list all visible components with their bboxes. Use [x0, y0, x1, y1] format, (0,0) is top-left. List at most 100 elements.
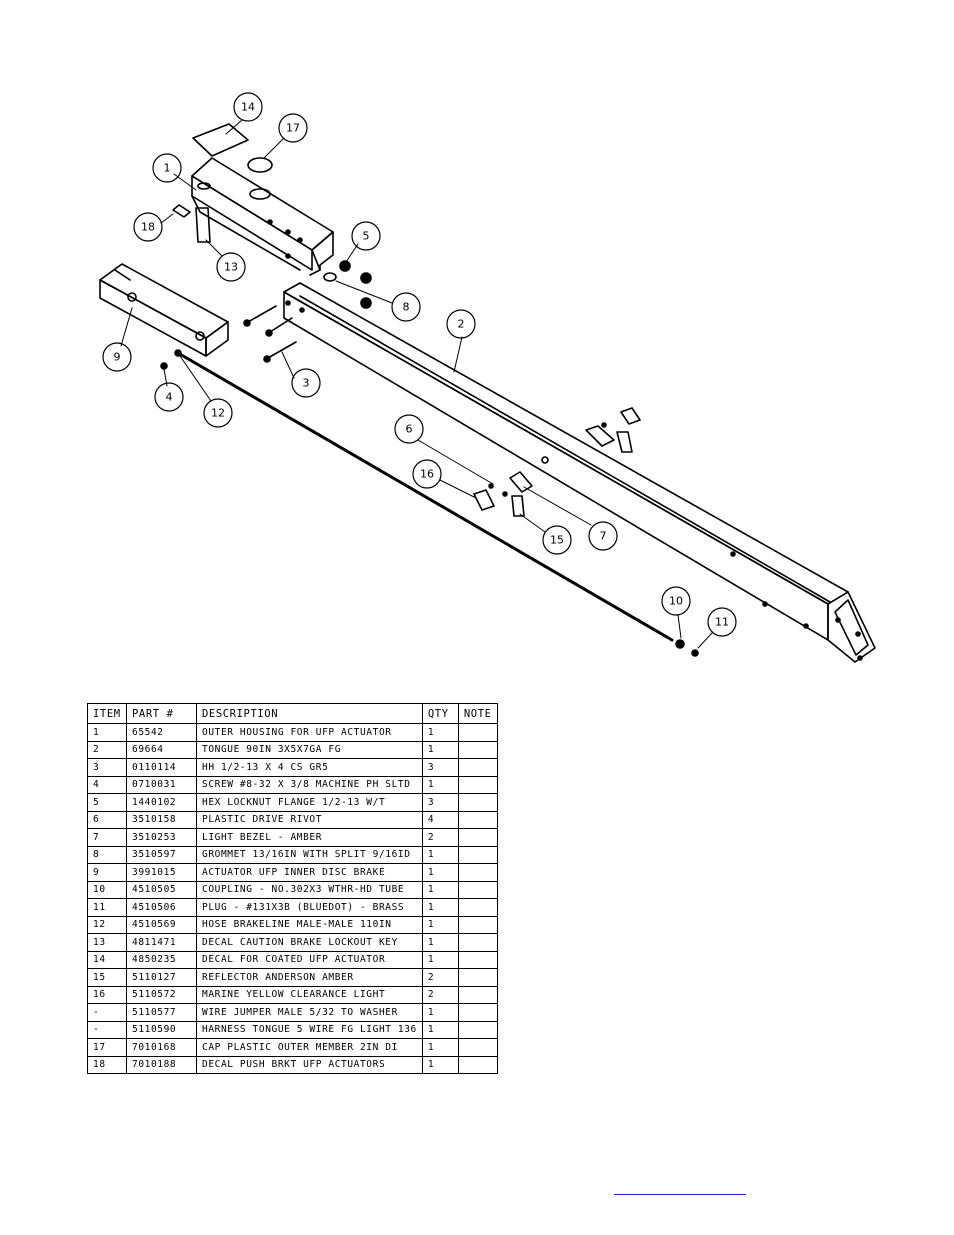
header-description: DESCRIPTION [196, 703, 423, 724]
cell-item: 2 [87, 740, 127, 759]
callout-label: 11 [715, 616, 729, 629]
header-item: ITEM [87, 703, 127, 724]
cell-part-number: 4510506 [126, 898, 197, 917]
cell-item: 8 [87, 845, 127, 864]
cell-qty: 1 [421, 950, 459, 969]
callout-label: 10 [669, 595, 683, 608]
cell-item: 3 [87, 758, 127, 777]
cell-item: 11 [87, 898, 127, 917]
cell-description: HH 1/2-13 X 4 CS GR5 [196, 758, 423, 777]
callout-label: 15 [550, 534, 564, 547]
cell-part-number: 3510158 [126, 810, 197, 829]
cell-part-number: 3510597 [126, 845, 197, 864]
cap-17-part [247, 157, 273, 173]
cell-qty: 1 [421, 845, 459, 864]
callout-label: 17 [286, 122, 300, 135]
cell-item: 17 [87, 1038, 127, 1057]
cell-part-number: 5110572 [126, 985, 197, 1004]
cell-description: HEX LOCKNUT FLANGE 1/2-13 W/T [196, 793, 423, 812]
cell-note [457, 1020, 498, 1039]
callout-7 [588, 521, 618, 551]
callout-label: 18 [141, 221, 155, 234]
cell-part-number: 3991015 [126, 863, 197, 882]
cell-part-number: 4850235 [126, 950, 197, 969]
cell-description: MARINE YELLOW CLEARANCE LIGHT [196, 985, 423, 1004]
header-note: NOTE [457, 703, 498, 724]
cell-item: 18 [87, 1055, 127, 1074]
footer-link[interactable] [614, 1184, 746, 1195]
cell-qty: 1 [421, 775, 459, 794]
cell-description: LIGHT BEZEL - AMBER [196, 828, 423, 847]
callout-3 [291, 368, 321, 398]
leader-lines [120, 119, 714, 649]
cell-description: HOSE BRAKELINE MALE-MALE 110IN [196, 915, 423, 934]
callout-8 [391, 292, 421, 322]
callout-label: 4 [166, 391, 173, 404]
cell-qty: 1 [421, 933, 459, 952]
cell-part-number: 7010168 [126, 1038, 197, 1057]
callout-10 [661, 586, 691, 616]
callout-4 [154, 382, 184, 412]
outer-housing-part [191, 157, 334, 276]
cell-qty: 3 [421, 793, 459, 812]
cell-item: 7 [87, 828, 127, 847]
cell-description: ACTUATOR UFP INNER DISC BRAKE [196, 863, 423, 882]
cell-item: 6 [87, 810, 127, 829]
callout-label: 1 [164, 162, 171, 175]
callout-6 [394, 414, 424, 444]
cell-item: 14 [87, 950, 127, 969]
cell-qty: 1 [421, 898, 459, 917]
cell-qty: 3 [421, 758, 459, 777]
cell-qty: 1 [421, 863, 459, 882]
lights-part [473, 407, 641, 517]
cell-part-number: 4510505 [126, 880, 197, 899]
cell-note [457, 845, 498, 864]
callout-14 [233, 92, 263, 122]
cell-item: 10 [87, 880, 127, 899]
cell-part-number: 1440102 [126, 793, 197, 812]
cell-part-number: 4811471 [126, 933, 197, 952]
inner-actuator-part [99, 263, 229, 357]
cell-qty: 2 [421, 985, 459, 1004]
callout-label: 14 [241, 101, 255, 114]
cell-note [457, 828, 498, 847]
cell-item: - [87, 1003, 127, 1022]
cell-note [457, 898, 498, 917]
callout-1 [152, 153, 182, 183]
cell-description: WIRE JUMPER MALE 5/32 TO WASHER [196, 1003, 423, 1022]
cell-part-number: 5110590 [126, 1020, 197, 1039]
cell-qty: 1 [421, 740, 459, 759]
cell-description: PLUG - #131X3B (BLUEDOT) - BRASS [196, 898, 423, 917]
callout-label: 8 [403, 301, 410, 314]
callout-12 [203, 398, 233, 428]
cell-part-number: 3510253 [126, 828, 197, 847]
screw-part [160, 362, 168, 370]
cell-part-number: 0110114 [126, 758, 197, 777]
cell-note [457, 793, 498, 812]
callout-11 [707, 607, 737, 637]
cell-item: 5 [87, 793, 127, 812]
callout-15 [542, 525, 572, 555]
cell-description: SCREW #8-32 X 3/8 MACHINE PH SLTD [196, 775, 423, 794]
cell-description: CAP PLASTIC OUTER MEMBER 2IN DI [196, 1038, 423, 1057]
callout-label: 2 [458, 318, 465, 331]
cell-qty: 1 [421, 1003, 459, 1022]
cell-qty: 1 [421, 1055, 459, 1074]
decal-18-part [172, 204, 191, 218]
cell-description: DECAL PUSH BRKT UFP ACTUATORS [196, 1055, 423, 1074]
nuts-part [323, 260, 372, 309]
